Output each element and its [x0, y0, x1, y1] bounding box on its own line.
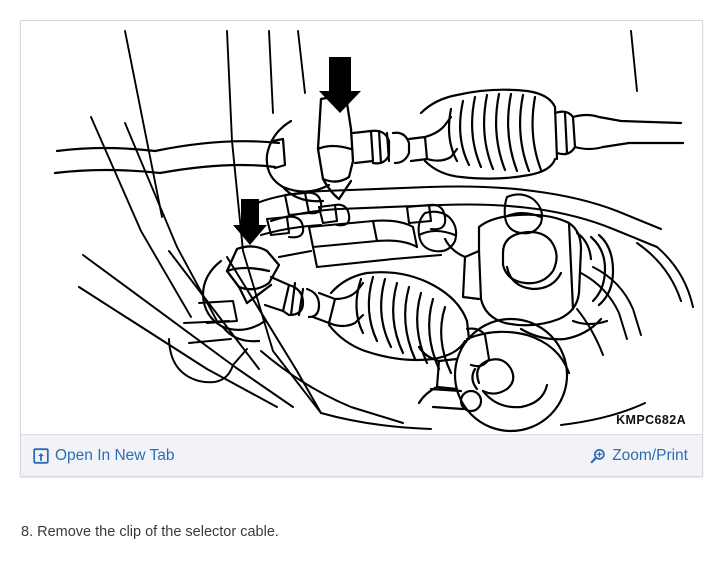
lower-bracket-shelf: [307, 219, 443, 269]
upper-rail: [53, 137, 287, 175]
lower-selector-clip: [225, 245, 281, 305]
open-in-new-tab-label: Open In New Tab: [55, 446, 175, 464]
selector-cable-diagram: [53, 30, 694, 433]
figure-panel: KMPC682A Open In New Tab Zoom/P: [20, 20, 703, 477]
figure-image-viewport[interactable]: KMPC682A: [21, 21, 702, 435]
figure-toolbar: Open In New Tab Zoom/Print: [21, 434, 702, 476]
upper-cable-ferrule: [265, 115, 459, 203]
open-in-new-tab-button[interactable]: Open In New Tab: [33, 448, 174, 464]
diagram-code-label: KMPC682A: [616, 413, 686, 427]
zoom-print-label: Zoom/Print: [612, 446, 688, 464]
lower-bellows-boot: [327, 271, 471, 375]
left-bracket-arm: [78, 250, 322, 414]
upper-selector-clip: [316, 96, 355, 201]
external-link-icon: [33, 447, 49, 464]
step-instruction-text: 8. Remove the clip of the selector cable…: [21, 524, 279, 540]
housing-contours: [260, 242, 694, 430]
upper-bellows-boot: [419, 88, 559, 180]
zoom-print-button[interactable]: Zoom/Print: [590, 448, 688, 464]
lower-cable-end: [465, 327, 491, 368]
lower-arrow-marker: [233, 199, 267, 245]
bushing-mount-upper: [443, 213, 615, 341]
bushing-mount-lower: [417, 317, 571, 433]
lower-cable-ferrule: [201, 259, 365, 343]
upper-cable-end: [553, 110, 685, 156]
upper-arrow-marker: [319, 57, 361, 113]
magnifier-plus-icon: [590, 448, 606, 464]
